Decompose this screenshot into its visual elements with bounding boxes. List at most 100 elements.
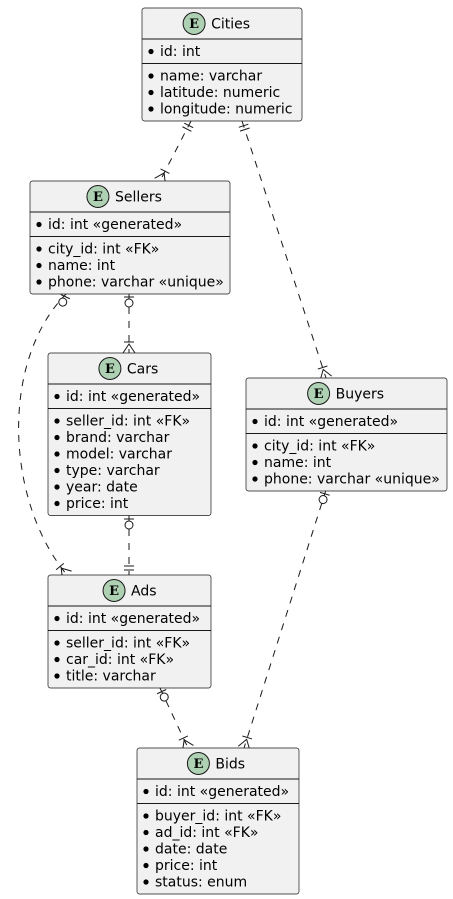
field-bullet-icon <box>54 615 60 622</box>
cardinality-one-or-many-icon <box>154 168 170 184</box>
field-label: seller_id: int «FK» <box>66 636 190 652</box>
entity-badge-letter: E <box>189 17 199 32</box>
field-label: name: int <box>264 455 332 471</box>
field-label: seller_id: int «FK» <box>66 414 190 430</box>
entity-box <box>141 7 303 122</box>
entity-cars: E Cars id: int «generated» seller_id: int «… <box>47 352 212 516</box>
relation-sellers-cars <box>122 293 136 354</box>
entity-badge-icon <box>186 752 210 775</box>
relations-layer <box>18 120 333 751</box>
entity-badge-icon <box>86 185 110 208</box>
cardinality-zero-or-one-icon <box>58 294 71 307</box>
field-bullet-icon <box>54 434 60 441</box>
relation-buyers-bids <box>237 489 330 750</box>
field-bullet-icon <box>36 279 42 285</box>
cardinality-zero-or-one-icon <box>124 518 134 530</box>
entity-box <box>47 352 212 516</box>
field-label: phone: varchar «unique» <box>264 472 440 488</box>
field-bullet-icon <box>54 656 60 663</box>
entity-title: Bids <box>215 757 245 773</box>
relation-ads-bids <box>156 687 194 751</box>
cardinality-zero-or-one-icon <box>156 689 169 702</box>
entity-bids: E Bids id: int «generated» buyer_id: int «F… <box>136 747 300 895</box>
entity-box <box>136 747 300 895</box>
field-bullet-icon <box>148 73 154 79</box>
relation-line <box>243 489 327 749</box>
relation-line <box>159 120 192 182</box>
entity-title: Cars <box>127 362 158 378</box>
cardinality-exactly-one-icon <box>124 565 134 571</box>
entity-title: Sellers <box>115 190 162 206</box>
field-bullet-icon <box>148 89 154 96</box>
field-bullet-icon <box>54 393 60 400</box>
field-label: id: int «generated» <box>48 217 182 233</box>
field-label: price: int <box>66 496 129 512</box>
entity-badge-icon <box>307 382 331 405</box>
field-label: id: int «generated» <box>66 611 200 627</box>
field-bullet-icon <box>143 813 149 819</box>
entity-box <box>47 574 212 689</box>
cardinality-one-or-many-icon <box>122 341 136 354</box>
field-label: city_id: int «FK» <box>264 439 375 455</box>
entity-badge-icon <box>102 579 126 602</box>
entity-badge-letter: E <box>93 190 103 205</box>
field-bullet-icon <box>252 459 258 466</box>
field-bullet-icon <box>252 443 258 449</box>
field-label: type: varchar <box>66 463 160 479</box>
field-label: year: date <box>66 480 138 496</box>
entity-badge-icon <box>182 12 206 35</box>
field-label: longitude: numeric <box>160 102 292 118</box>
cardinality-one-or-many-icon <box>237 735 253 750</box>
relation-cars-ads <box>124 515 134 575</box>
field-label: latitude: numeric <box>160 85 280 101</box>
cardinality-exactly-one-icon <box>238 123 250 132</box>
field-label: price: int <box>155 858 218 874</box>
cardinality-zero-or-one-icon <box>318 491 330 505</box>
field-label: date: date <box>155 842 227 858</box>
field-label: model: varchar <box>66 447 172 463</box>
field-label: name: varchar <box>160 69 262 85</box>
field-bullet-icon <box>36 246 42 252</box>
field-bullet-icon <box>143 788 149 795</box>
entity-title: Ads <box>131 584 157 600</box>
entity-box <box>245 377 448 492</box>
field-label: brand: varchar <box>66 430 170 446</box>
relation-line <box>159 687 189 749</box>
entity-box <box>29 180 231 295</box>
field-label: phone: varchar «unique» <box>48 275 224 291</box>
field-bullet-icon <box>143 879 149 885</box>
field-bullet-icon <box>143 846 149 852</box>
field-bullet-icon <box>143 829 149 836</box>
field-bullet-icon <box>148 106 154 112</box>
field-label: name: int <box>48 258 116 274</box>
cardinality-one-or-many-icon <box>178 735 194 751</box>
field-bullet-icon <box>36 221 42 228</box>
field-bullet-icon <box>54 484 60 490</box>
field-label: buyer_id: int «FK» <box>155 809 281 825</box>
field-label: id: int <box>160 44 201 60</box>
entity-ads: E Ads id: int «generated» seller_id: int «F… <box>47 574 212 689</box>
cardinality-one-or-many-icon <box>317 365 333 380</box>
field-label: id: int «generated» <box>155 784 289 800</box>
field-bullet-icon <box>36 262 42 269</box>
entity-badge-letter: E <box>314 387 324 402</box>
relation-line <box>241 120 327 379</box>
field-label: title: varchar <box>66 669 156 685</box>
relation-sellers-ads <box>18 292 72 579</box>
field-label: id: int «generated» <box>264 414 398 430</box>
field-bullet-icon <box>252 476 258 482</box>
field-bullet-icon <box>54 418 60 424</box>
entity-badge-letter: E <box>193 757 203 772</box>
entity-badge-letter: E <box>109 584 119 599</box>
field-label: id: int «generated» <box>66 389 200 405</box>
entity-badge-letter: E <box>105 362 115 377</box>
field-bullet-icon <box>54 673 60 679</box>
field-bullet-icon <box>54 640 60 646</box>
field-label: ad_id: int «FK» <box>155 825 258 841</box>
field-label: car_id: int «FK» <box>66 652 174 668</box>
field-bullet-icon <box>54 467 60 474</box>
